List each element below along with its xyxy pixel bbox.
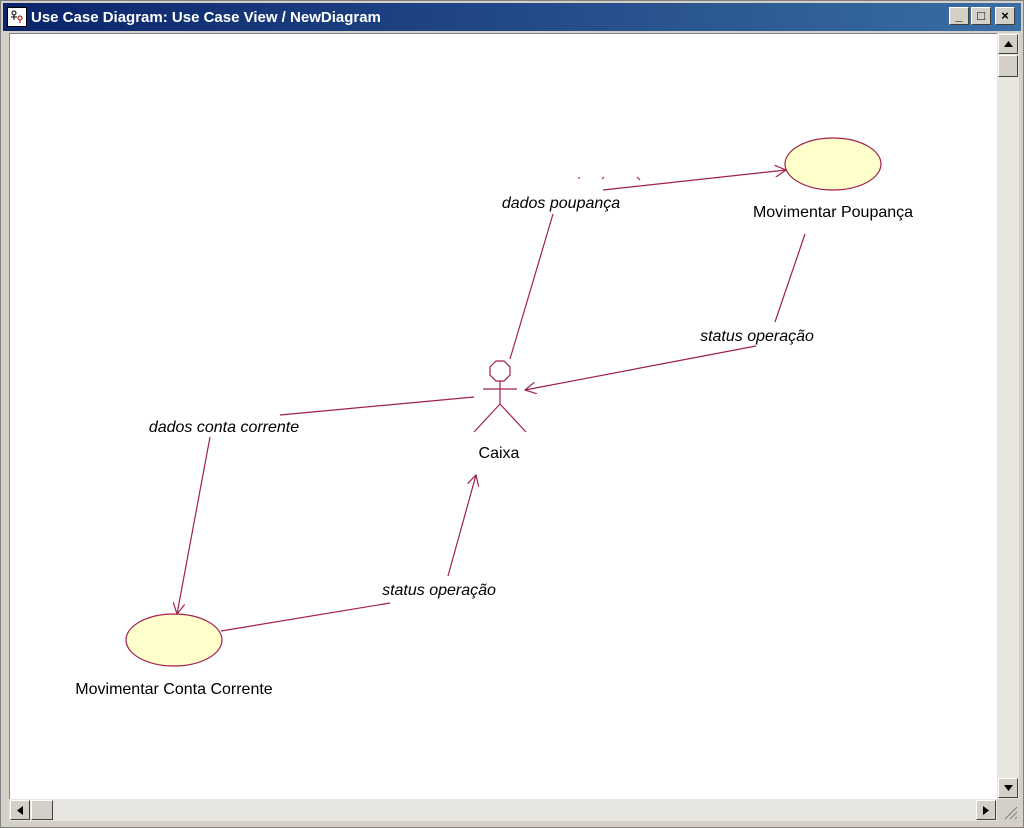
flow-label-dados-conta-corrente: dados conta corrente: [149, 419, 299, 436]
actor-label-caixa: Caixa: [479, 445, 520, 462]
flow-label-status-operacao-2: status operação: [382, 582, 496, 599]
diagram-canvas[interactable]: Movimentar Poupança Movimentar Conta Cor…: [9, 33, 998, 800]
arrow-right-icon: [983, 805, 989, 815]
use-case-movimentar-poupanca[interactable]: [784, 137, 882, 191]
flow-label-status-operacao-1: status operação: [700, 328, 814, 345]
title-bar[interactable]: Use Case Diagram: Use Case View / NewDia…: [3, 3, 1021, 31]
flow-dados-conta-corrente[interactable]: [177, 396, 475, 614]
flow-dados-poupanca[interactable]: [509, 170, 786, 360]
scroll-right-button[interactable]: [976, 800, 996, 820]
vertical-scrollbar[interactable]: [997, 33, 1019, 799]
scroll-left-button[interactable]: [10, 800, 30, 820]
minimize-button[interactable]: _: [949, 7, 969, 25]
maximize-icon: □: [977, 8, 985, 23]
use-case-diagram: Movimentar Poupança Movimentar Conta Cor…: [75, 137, 913, 698]
resize-grip[interactable]: [997, 799, 1019, 821]
resize-grip-icon: [1004, 806, 1018, 820]
horizontal-scroll-thumb[interactable]: [31, 800, 53, 820]
use-case-movimentar-conta-corrente[interactable]: [125, 613, 223, 667]
flow-label-dados-poupanca: dados poupança: [502, 195, 620, 212]
window-title: Use Case Diagram: Use Case View / NewDia…: [31, 8, 381, 26]
scroll-up-button[interactable]: [998, 34, 1018, 54]
use-case-label-conta-corrente: Movimentar Conta Corrente: [75, 681, 273, 698]
actor-caixa[interactable]: [473, 360, 527, 433]
horizontal-scrollbar[interactable]: [9, 799, 997, 821]
arrow-down-icon: [1003, 785, 1013, 791]
arrow-left-icon: [17, 805, 23, 815]
vertical-scroll-thumb[interactable]: [998, 55, 1018, 77]
close-button[interactable]: ×: [995, 7, 1015, 25]
maximize-button[interactable]: □: [971, 7, 991, 25]
use-case-label-poupanca: Movimentar Poupança: [753, 204, 913, 221]
diagram-app-icon[interactable]: [7, 7, 27, 27]
scroll-down-button[interactable]: [998, 778, 1018, 798]
close-icon: ×: [1001, 8, 1009, 23]
minimize-icon: _: [955, 8, 963, 23]
flow-status-operacao-poupanca[interactable]: [525, 233, 806, 390]
arrow-up-icon: [1003, 41, 1013, 47]
flow-status-operacao-conta-corrente[interactable]: [220, 475, 476, 632]
